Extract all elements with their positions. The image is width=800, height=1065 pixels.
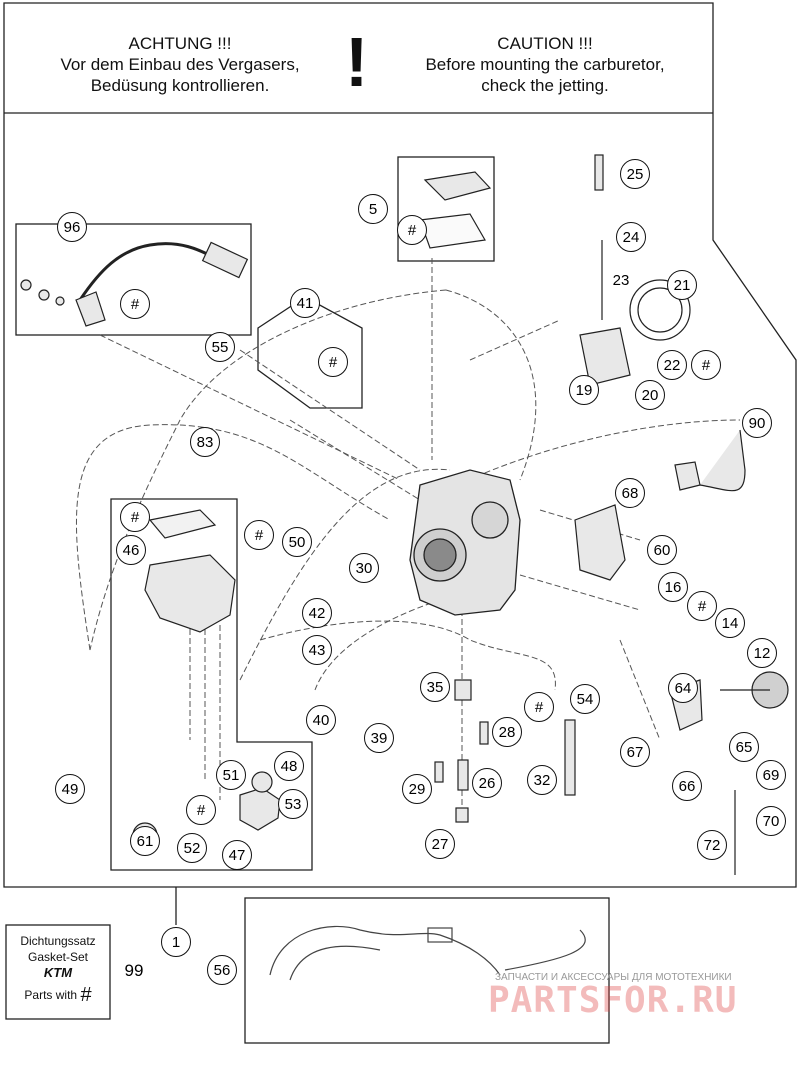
- gasket-set-en: Gasket-Set: [27, 950, 89, 964]
- callout-21: 21: [667, 270, 697, 300]
- callout-72: 72: [697, 830, 727, 860]
- callout-41: 41: [290, 288, 320, 318]
- callout-28: 28: [492, 717, 522, 747]
- callout-35: 35: [420, 672, 450, 702]
- callout-55: 55: [205, 332, 235, 362]
- callout-65: 65: [729, 732, 759, 762]
- watermark-tagline: ЗАПЧАСТИ И АКСЕССУАРЫ ДЛЯ МОТОТЕХНИКИ: [495, 972, 732, 983]
- callout-50: 50: [282, 527, 312, 557]
- callout-48: 48: [274, 751, 304, 781]
- callout-61: 61: [130, 826, 160, 856]
- callout-hash: #: [318, 347, 348, 377]
- callout-30: 30: [349, 553, 379, 583]
- warning-exclamation-mark: !: [345, 23, 369, 101]
- callout-24: 24: [616, 222, 646, 252]
- callout-39: 39: [364, 723, 394, 753]
- callout-hash: #: [687, 591, 717, 621]
- callout-64: 64: [668, 673, 698, 703]
- callout-14: 14: [715, 608, 745, 638]
- callout-47: 47: [222, 840, 252, 870]
- watermark-brand: PARTSFOR.RU: [488, 980, 738, 1021]
- callout-25: 25: [620, 159, 650, 189]
- callout-54: 54: [570, 684, 600, 714]
- callout-46: 46: [116, 535, 146, 565]
- callout-51: 51: [216, 760, 246, 790]
- callout-49: 49: [55, 774, 85, 804]
- callout-90: 90: [742, 408, 772, 438]
- callout-22: 22: [657, 350, 687, 380]
- callout-5: 5: [358, 194, 388, 224]
- callout-66: 66: [672, 771, 702, 801]
- callout-26: 26: [472, 768, 502, 798]
- callout-96: 96: [57, 212, 87, 242]
- ktm-logo: KTM: [43, 965, 73, 980]
- callout-83: 83: [190, 427, 220, 457]
- callout-23: 23: [606, 265, 636, 295]
- warning-en-line2: check the jetting.: [481, 76, 609, 95]
- callout-32: 32: [527, 765, 557, 795]
- callout-69: 69: [756, 760, 786, 790]
- callout-19: 19: [569, 375, 599, 405]
- callout-40: 40: [306, 705, 336, 735]
- callout-hash: #: [120, 289, 150, 319]
- callout-68: 68: [615, 478, 645, 508]
- callout-20: 20: [635, 380, 665, 410]
- callout-12: 12: [747, 638, 777, 668]
- callout-99: 99: [119, 956, 149, 986]
- callout-42: 42: [302, 598, 332, 628]
- callout-60: 60: [647, 535, 677, 565]
- callout-53: 53: [278, 789, 308, 819]
- callout-1: 1: [161, 927, 191, 957]
- gasket-set-de: Dichtungssatz: [20, 934, 96, 948]
- callout-52: 52: [177, 833, 207, 863]
- parts-with-label: Parts with: [24, 988, 78, 1002]
- callout-29: 29: [402, 774, 432, 804]
- warning-de-title: ACHTUNG !!!: [128, 34, 232, 53]
- warning-de-line1: Vor dem Einbau des Vergasers,: [60, 55, 300, 74]
- callout-67: 67: [620, 737, 650, 767]
- callout-hash: #: [691, 350, 721, 380]
- warning-de-line2: Bedüsung kontrollieren.: [90, 76, 270, 95]
- warning-en-title: CAUTION !!!: [497, 34, 593, 53]
- callout-56: 56: [207, 955, 237, 985]
- callout-27: 27: [425, 829, 455, 859]
- hash-symbol: #: [80, 984, 92, 1006]
- callout-43: 43: [302, 635, 332, 665]
- callout-hash: #: [524, 692, 554, 722]
- warning-en-line1: Before mounting the carburetor,: [425, 55, 665, 74]
- callout-hash: #: [120, 502, 150, 532]
- callout-hash: #: [186, 795, 216, 825]
- callout-16: 16: [658, 572, 688, 602]
- callout-70: 70: [756, 806, 786, 836]
- callout-hash: #: [397, 215, 427, 245]
- callout-hash: #: [244, 520, 274, 550]
